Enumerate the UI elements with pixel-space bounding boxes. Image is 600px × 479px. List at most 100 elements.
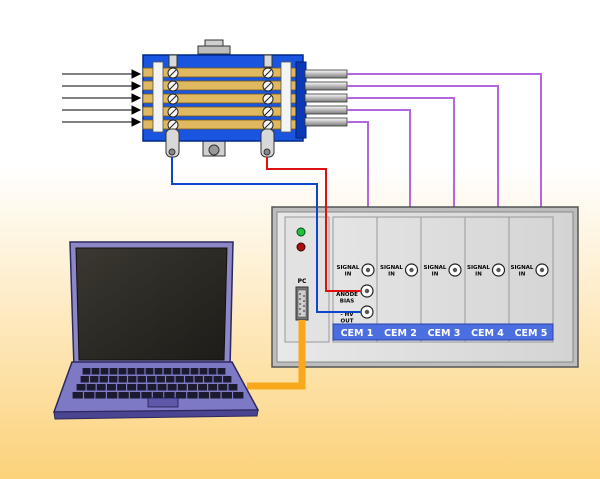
keyboard-key bbox=[177, 384, 187, 391]
keyboard-key bbox=[128, 376, 137, 383]
keyboard-key bbox=[147, 376, 156, 383]
keyboard-key bbox=[95, 392, 106, 399]
cem-label: CEM 4 bbox=[471, 328, 504, 339]
keyboard-key bbox=[198, 384, 207, 391]
keyboard-key bbox=[147, 384, 157, 391]
signal-in-pin bbox=[452, 267, 458, 273]
keyboard-key bbox=[100, 368, 109, 375]
keyboard-key bbox=[109, 376, 118, 383]
keyboard-key bbox=[190, 368, 199, 375]
signal-in-pin bbox=[496, 267, 501, 273]
keyboard-key bbox=[213, 376, 222, 383]
cem-label: CEM 5 bbox=[515, 328, 548, 339]
keyboard-key bbox=[233, 392, 244, 399]
keyboard-key bbox=[96, 384, 106, 391]
keyboard-key bbox=[167, 384, 177, 391]
keyboard-key bbox=[72, 392, 83, 399]
keyboard-key bbox=[127, 384, 137, 391]
keyboard-key bbox=[127, 368, 136, 375]
hv-out-connector bbox=[360, 305, 374, 319]
keyboard-key bbox=[118, 392, 129, 399]
keyboard-key bbox=[137, 384, 147, 391]
keyboard-key bbox=[217, 368, 226, 375]
keyboard-key bbox=[76, 384, 86, 391]
keyboard-key bbox=[90, 376, 99, 383]
keyboard-key bbox=[157, 384, 167, 391]
keyboard-key bbox=[198, 392, 209, 399]
keyboard-key bbox=[109, 368, 118, 375]
keyboard-key bbox=[156, 376, 165, 383]
cem-detector-array bbox=[142, 39, 348, 158]
keyboard-key bbox=[218, 384, 228, 391]
cem-label: CEM 3 bbox=[428, 328, 461, 339]
keyboard-key bbox=[136, 368, 145, 375]
keyboard-key bbox=[107, 384, 116, 391]
status-led-green bbox=[296, 227, 306, 237]
keyboard-key bbox=[175, 392, 187, 399]
keyboard-key bbox=[137, 376, 146, 383]
keyboard-key bbox=[145, 368, 154, 375]
keyboard-key bbox=[175, 376, 184, 383]
keyboard-key bbox=[181, 368, 190, 375]
keyboard-key bbox=[154, 368, 163, 375]
keyboard-key bbox=[163, 368, 172, 375]
keyboard-key bbox=[129, 392, 141, 399]
pc-serial-cable bbox=[247, 320, 306, 390]
keyboard-key bbox=[172, 368, 181, 375]
keyboard-key bbox=[187, 392, 198, 399]
keyboard-key bbox=[84, 392, 95, 399]
signal-in-pin bbox=[409, 267, 414, 273]
signal-output-connectors bbox=[304, 69, 348, 127]
keyboard-key bbox=[164, 392, 175, 399]
keyboard-key bbox=[228, 384, 238, 391]
keyboard-key bbox=[91, 368, 100, 375]
keyboard-key bbox=[82, 368, 91, 375]
keyboard-key bbox=[80, 376, 89, 383]
keyboard-key bbox=[118, 376, 127, 383]
keyboard-key bbox=[223, 376, 232, 383]
hv-wire bbox=[171, 157, 361, 313]
keyboard-key bbox=[208, 368, 217, 375]
keyboard-key bbox=[117, 384, 126, 391]
signal-in-pin bbox=[365, 267, 371, 273]
keyboard-key bbox=[185, 376, 194, 383]
cem-label: CEM 2 bbox=[384, 328, 417, 339]
keyboard-key bbox=[99, 376, 108, 383]
keyboard-key bbox=[210, 392, 221, 399]
cem-label: CEM 1 bbox=[341, 328, 374, 339]
cem-label-strip bbox=[332, 323, 554, 341]
incoming-beam-arrows bbox=[62, 69, 142, 127]
keyboard-key bbox=[166, 376, 175, 383]
status-led-red bbox=[296, 242, 306, 252]
keyboard-key bbox=[118, 368, 127, 375]
signal-in-pin bbox=[539, 267, 545, 273]
pc-port-label: PC bbox=[298, 278, 307, 285]
keyboard-key bbox=[188, 384, 197, 391]
keyboard-key bbox=[194, 376, 203, 383]
keyboard-key bbox=[152, 392, 164, 399]
keyboard-key bbox=[86, 384, 96, 391]
laptop-keyboard-keys bbox=[72, 368, 244, 399]
anode-bias-wire bbox=[266, 157, 361, 292]
keyboard-key bbox=[221, 392, 232, 399]
keyboard-key bbox=[204, 376, 213, 383]
laptop bbox=[52, 241, 260, 420]
keyboard-key bbox=[208, 384, 218, 391]
laptop-touchpad bbox=[147, 397, 179, 408]
serial-port-icon bbox=[295, 286, 309, 321]
keyboard-key bbox=[107, 392, 118, 399]
